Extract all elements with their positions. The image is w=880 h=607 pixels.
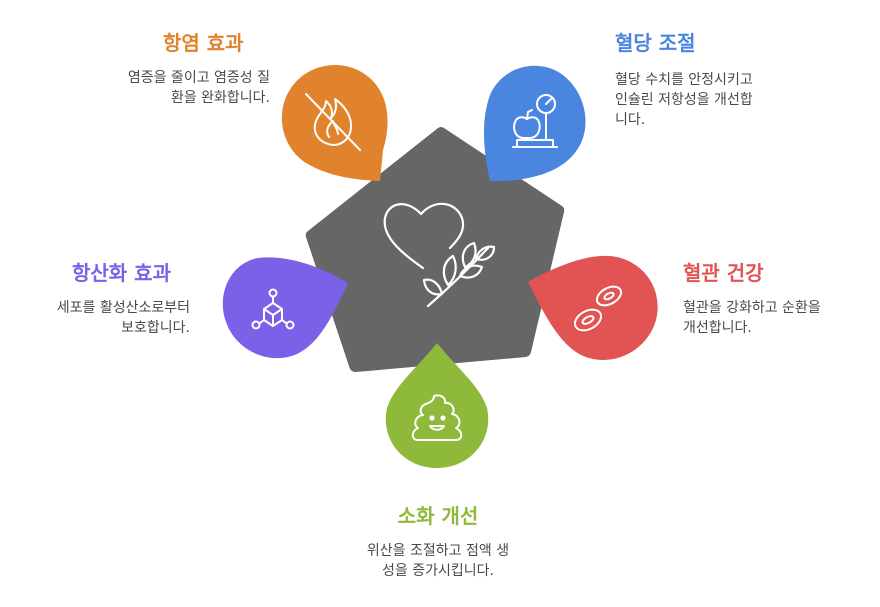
digestion-desc-line: 위산을 조절하고 점액 생 bbox=[366, 543, 510, 559]
inflammation-desc: 염증을 줄이고 염증성 질 환을 완화합니다. bbox=[128, 68, 270, 108]
vascular-desc: 혈관을 강화하고 순환을 개선합니다. bbox=[683, 298, 821, 338]
blood-sugar-desc-line: 인슐린 저항성을 개선합 bbox=[615, 92, 753, 108]
antioxidant-title: 항산화 효과 bbox=[72, 261, 171, 285]
molecule-icon bbox=[251, 288, 295, 330]
inflammation-title: 항염 효과 bbox=[163, 31, 244, 55]
scale-apple-icon bbox=[512, 94, 558, 148]
blood-sugar-desc-line: 니다. bbox=[615, 112, 646, 128]
vascular-drop bbox=[528, 255, 658, 360]
blood-cells-icon bbox=[573, 285, 623, 332]
digestion-drop bbox=[385, 343, 489, 468]
antioxidant-desc-line: 세포를 활성산소로부터 bbox=[56, 300, 190, 316]
blood-sugar-desc: 혈당 수치를 안정시키고 인슐린 저항성을 개선합 니다. bbox=[615, 70, 753, 130]
center-hub bbox=[305, 127, 565, 372]
inflammation-desc-line: 환을 완화합니다. bbox=[170, 90, 270, 106]
digestion-desc-line: 성을 증가시킵니다. bbox=[382, 563, 494, 579]
vascular-desc-line: 개선합니다. bbox=[683, 320, 752, 336]
vascular-title: 혈관 건강 bbox=[683, 261, 764, 285]
vascular-desc-line: 혈관을 강화하고 순환을 bbox=[683, 300, 821, 316]
blood-sugar-drop bbox=[483, 65, 586, 182]
antioxidant-desc-line: 보호합니다. bbox=[121, 320, 190, 336]
digestion-title: 소화 개선 bbox=[397, 504, 479, 528]
antioxidant-drop bbox=[222, 257, 348, 359]
antioxidant-desc: 세포를 활성산소로부터 보호합니다. bbox=[57, 298, 190, 338]
blood-sugar-title: 혈당 조절 bbox=[615, 31, 696, 55]
digestion-desc: 위산을 조절하고 점액 생 성을 증가시킵니다. bbox=[318, 541, 558, 581]
no-fire-icon bbox=[305, 93, 361, 151]
heart-leaf-icon bbox=[383, 202, 496, 308]
happy-poop-icon bbox=[411, 394, 463, 441]
blood-sugar-desc-line: 혈당 수치를 안정시키고 bbox=[615, 72, 753, 88]
inflammation-desc-line: 염증을 줄이고 염증성 질 bbox=[127, 70, 270, 86]
